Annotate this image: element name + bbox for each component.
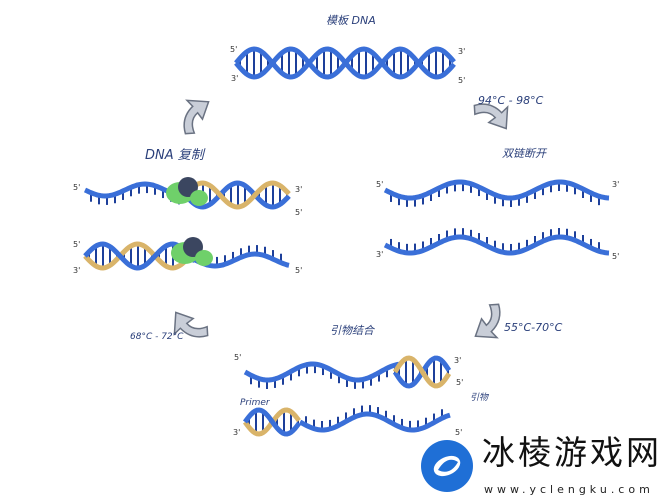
anneal-template-top-strand — [243, 361, 400, 383]
arrow-extend — [173, 311, 209, 338]
watermark-logo-center — [438, 459, 458, 472]
arrow-anneal — [474, 303, 501, 339]
primer-cn-label: 引物 — [470, 393, 489, 403]
extend-temp-label: 68°C - 72°C — [130, 332, 184, 342]
anneal-primer-bottom-strand-b — [242, 407, 301, 437]
five-prime-end-label: 5' — [295, 208, 303, 217]
five-prime-end-label: 5' — [458, 76, 466, 85]
three-prime-end-label: 3' — [73, 266, 81, 275]
separated-bottom-strand — [383, 234, 610, 256]
polymerase-lobe-icon — [195, 250, 213, 266]
polymerase-lobe-icon — [190, 190, 208, 206]
three-prime-end-label: 3' — [295, 185, 303, 194]
arrow-extend-shape — [173, 311, 209, 338]
five-prime-end-label: 5' — [230, 45, 238, 54]
three-prime-end-label: 3' — [376, 250, 384, 259]
replicate-label: DNA 复制 — [145, 148, 204, 163]
three-prime-end-label: 3' — [458, 47, 466, 56]
template-dna-label: 模板 DNA — [326, 14, 376, 27]
anneal-template-bottom-strand — [298, 411, 451, 433]
five-prime-end-label: 5' — [612, 252, 620, 261]
five-prime-end-label: 5' — [376, 180, 384, 189]
arrow-replicate — [183, 99, 210, 135]
replicate-top-strand-a — [183, 180, 291, 210]
template-dna-strand-b — [234, 46, 456, 80]
anneal-label: 引物结合 — [330, 324, 374, 337]
five-prime-end-label: 5' — [455, 428, 463, 437]
three-prime-end-label: 3' — [612, 180, 620, 189]
arrow-denature — [473, 103, 509, 130]
primer-en-label: Primer — [240, 398, 270, 408]
five-prime-end-label: 5' — [234, 353, 242, 362]
polymerase-core-icon — [178, 177, 198, 197]
arrow-anneal-shape — [474, 303, 501, 339]
denature-label: 双链断开 — [502, 147, 546, 160]
five-prime-end-label: 5' — [456, 378, 464, 387]
replicate-top-strand-b — [183, 180, 291, 210]
five-prime-end-label: 5' — [73, 183, 81, 192]
replicate-bottom-single-strand — [193, 251, 290, 269]
anneal-temp-label: 55°C-70°C — [504, 321, 563, 334]
polymerase-core-icon — [183, 237, 203, 257]
separated-top-strand — [383, 179, 610, 201]
five-prime-end-label: 5' — [295, 266, 303, 275]
watermark-title: 冰棱游戏网 — [482, 433, 662, 472]
replicate-bottom-strand-a — [83, 241, 197, 271]
three-prime-end-label: 3' — [233, 428, 241, 437]
five-prime-end-label: 5' — [73, 240, 81, 249]
three-prime-end-label: 3' — [454, 356, 462, 365]
denature-temp-label: 94°C - 98°C — [478, 94, 544, 107]
three-prime-end-label: 3' — [231, 74, 239, 83]
anneal-primer-top-strand-b — [392, 355, 452, 389]
arrow-replicate-shape — [183, 99, 210, 135]
arrow-denature-shape — [473, 103, 509, 130]
watermark-url: www.yclengku.com — [484, 483, 654, 496]
